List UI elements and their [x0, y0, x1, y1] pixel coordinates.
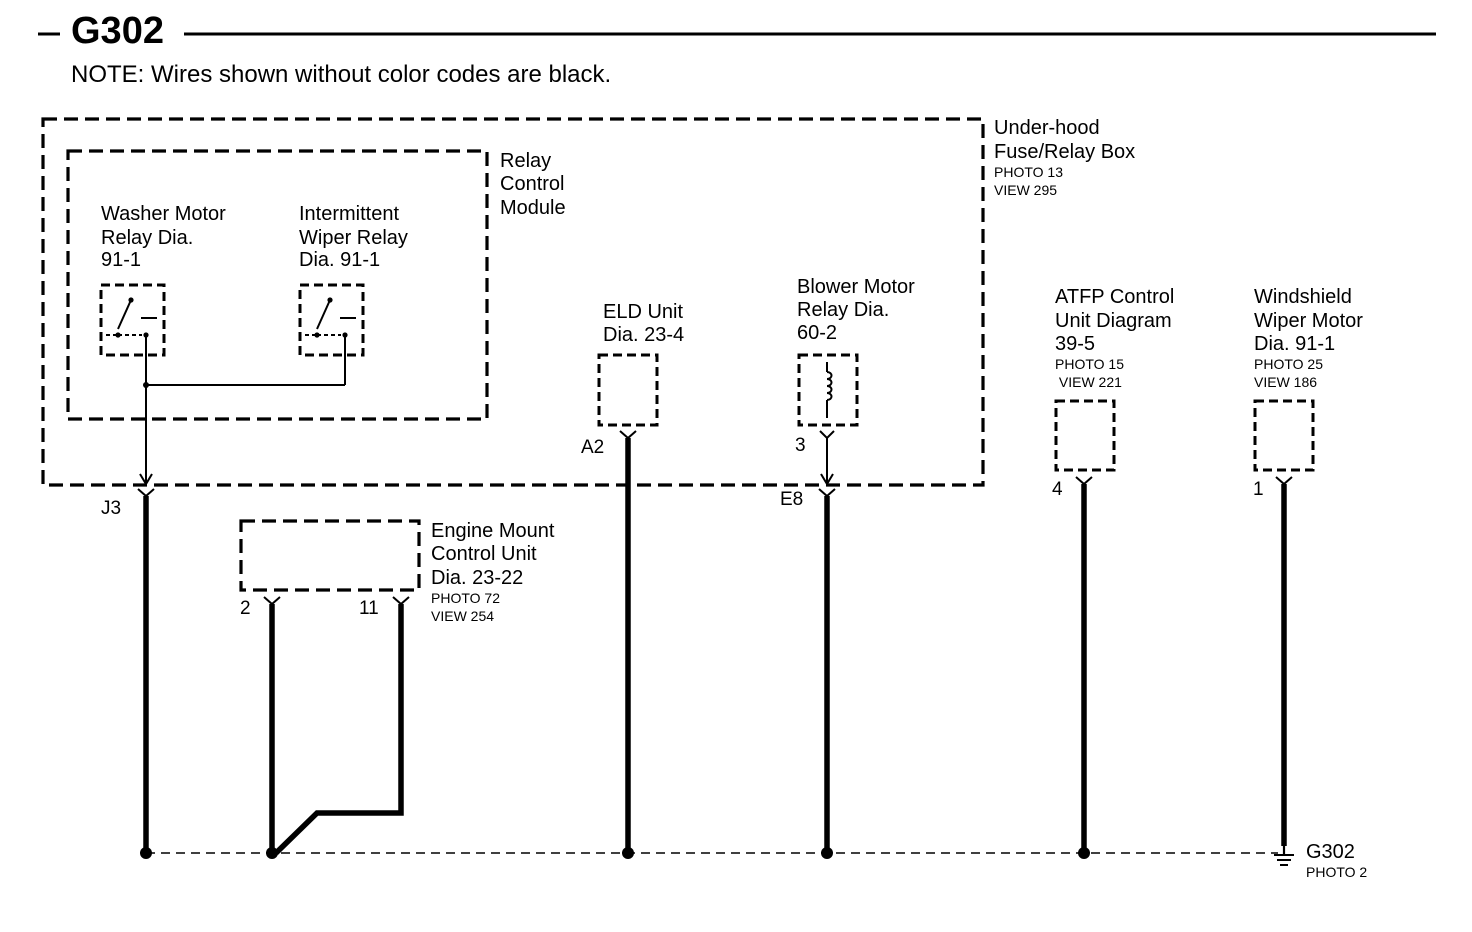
pin-label-1: 1 [1253, 479, 1264, 500]
engine-mount-line1: Engine Mount [431, 520, 555, 542]
blower-label-line1: Blower Motor [797, 276, 915, 298]
underhood-box-label: Under-hood Fuse/Relay Box PHOTO 13 VIEW … [994, 117, 1135, 198]
engine-mount-line2: Control Unit [431, 543, 537, 565]
relay-internal-wiring [139, 335, 346, 486]
washer-relay-label: Washer Motor Relay Dia. 91-1 [101, 203, 226, 271]
ground-photo: PHOTO 2 [1306, 864, 1367, 880]
atfp-label-line2: Unit Diagram [1055, 310, 1172, 332]
washer-relay-line3: 91-1 [101, 249, 141, 271]
engine-mount-box [239, 519, 421, 592]
underhood-view: VIEW 295 [994, 182, 1057, 198]
wiper-photo: PHOTO 25 [1254, 356, 1323, 372]
relay-control-module-outline [66, 149, 489, 421]
washer-relay-line2: Relay Dia. [101, 227, 193, 249]
washer-relay-symbol [99, 283, 166, 357]
blower-internal-wire [820, 438, 834, 486]
wiper-label-line3: Dia. 91-1 [1254, 333, 1335, 355]
splice-pin2 [266, 847, 278, 859]
pin-label-2: 2 [240, 598, 251, 619]
pin-label-a2: A2 [581, 437, 604, 458]
engine-mount-label: Engine Mount Control Unit Dia. 23-22 PHO… [431, 520, 555, 624]
wiper-label-line2: Wiper Motor [1254, 310, 1363, 332]
connector-pin3 [819, 430, 835, 440]
rcm-label-line3: Module [500, 197, 566, 219]
intermittent-relay-symbol [298, 283, 365, 357]
atfp-photo: PHOTO 15 [1055, 356, 1124, 372]
pin-label-11: 11 [359, 598, 379, 619]
wiper-motor-label: Windshield Wiper Motor Dia. 91-1 PHOTO 2… [1254, 286, 1363, 390]
page-title: G302 [71, 10, 164, 52]
pin-label-e8: E8 [780, 489, 803, 510]
intermittent-relay-line1: Intermittent [299, 203, 399, 225]
blower-relay-symbol [797, 353, 859, 427]
connector-pin4 [1075, 476, 1093, 486]
connector-pin1 [1275, 476, 1293, 486]
relay-control-module-label: Relay Control Module [500, 150, 566, 219]
atfp-unit-box [1054, 399, 1116, 472]
engine-mount-photo: PHOTO 72 [431, 590, 500, 606]
engine-mount-view: VIEW 254 [431, 608, 494, 624]
splice-pin4 [1078, 847, 1090, 859]
blower-label-line2: Relay Dia. [797, 299, 889, 321]
atfp-label-line3: 39-5 [1055, 333, 1095, 355]
underhood-photo: PHOTO 13 [994, 164, 1063, 180]
intermittent-relay-line2: Wiper Relay [299, 227, 408, 249]
pin-label-4: 4 [1052, 479, 1063, 500]
splice-a2 [622, 847, 634, 859]
pin-label-j3: J3 [101, 498, 121, 519]
washer-relay-line1: Washer Motor [101, 203, 226, 225]
ground-label: G302 [1306, 841, 1355, 863]
connector-pin11 [392, 596, 410, 606]
intermittent-relay-label: Intermittent Wiper Relay Dia. 91-1 [299, 203, 408, 271]
splice-j3 [140, 847, 152, 859]
eld-label-line2: Dia. 23-4 [603, 324, 684, 346]
connector-a2 [619, 430, 637, 440]
underhood-label-line2: Fuse/Relay Box [994, 141, 1135, 163]
wiper-view: VIEW 186 [1254, 374, 1317, 390]
connector-j3 [137, 488, 155, 498]
wire-pin11 [274, 604, 404, 855]
atfp-view: VIEW 221 [1055, 374, 1122, 390]
eld-unit-label: ELD Unit Dia. 23-4 [603, 301, 684, 346]
engine-mount-line3: Dia. 23-22 [431, 567, 523, 589]
rcm-label-line1: Relay [500, 150, 551, 172]
eld-label-line1: ELD Unit [603, 301, 683, 323]
rcm-label-line2: Control [500, 173, 564, 195]
wiper-motor-box [1253, 399, 1315, 472]
connector-e8 [818, 488, 836, 498]
splice-e8 [821, 847, 833, 859]
atfp-unit-label: ATFP Control Unit Diagram 39-5 PHOTO 15 … [1055, 286, 1174, 390]
blower-label-line3: 60-2 [797, 322, 837, 344]
blower-relay-label: Blower Motor Relay Dia. 60-2 [797, 276, 915, 344]
ground-icon [1274, 846, 1294, 866]
underhood-label-line1: Under-hood [994, 117, 1100, 139]
underhood-box-outline [41, 117, 985, 487]
pin-label-3: 3 [795, 435, 806, 456]
intermittent-relay-line3: Dia. 91-1 [299, 249, 380, 271]
connector-pin2 [263, 596, 281, 606]
note-text: NOTE: Wires shown without color codes ar… [71, 61, 611, 88]
atfp-label-line1: ATFP Control [1055, 286, 1174, 308]
eld-unit-box [597, 353, 659, 427]
wiper-label-line1: Windshield [1254, 286, 1352, 308]
